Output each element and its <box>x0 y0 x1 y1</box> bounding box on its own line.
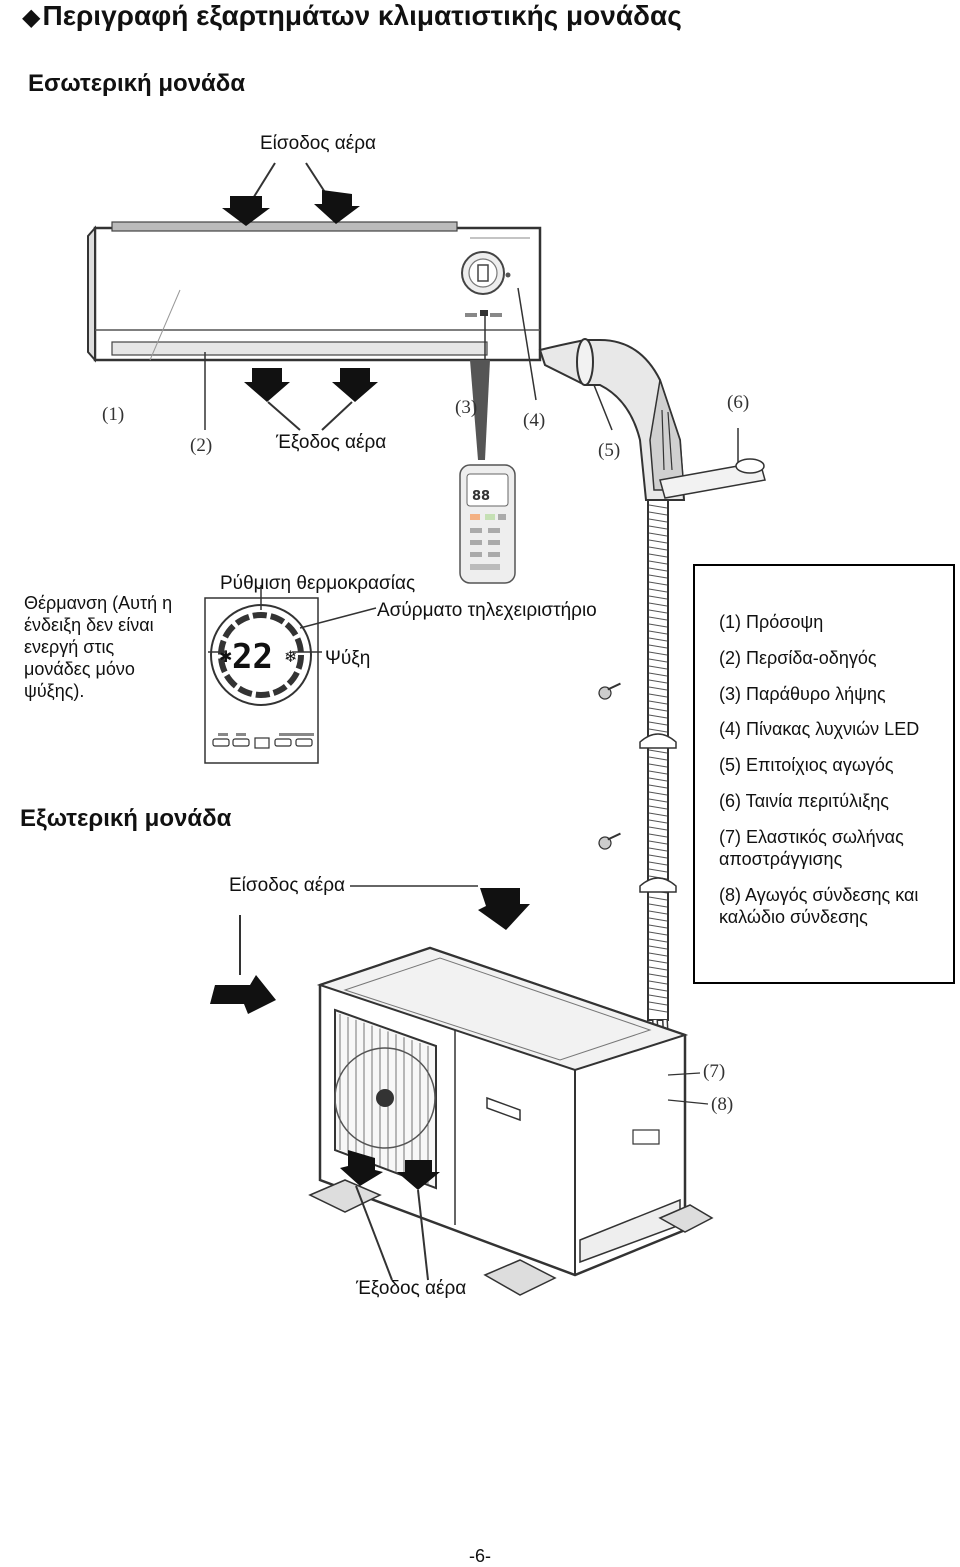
legend-item-6: (6) Ταινία περιτύλιξης <box>719 791 889 811</box>
legend-box: (1) Πρόσοψη (2) Περσίδα-οδηγός (3) Παράθ… <box>693 564 955 984</box>
outdoor-outlet-arrows <box>340 1150 440 1281</box>
legend-item-4: (4) Πίνακας λυχνιών LED <box>719 719 920 739</box>
page-number: -6- <box>469 1546 491 1566</box>
outdoor-unit <box>308 946 714 1296</box>
outdoor-inlet-arrows <box>210 885 530 1014</box>
legend-item-3: (3) Παράθυρο λήψης <box>719 684 886 704</box>
indoor-inlet-arrows <box>222 162 360 226</box>
svg-text:88: 88 <box>472 489 490 504</box>
indoor-unit <box>87 221 542 363</box>
remote-label: Ασύρματο τηλεχειριστήριο <box>377 600 597 621</box>
outdoor-leaders <box>667 1072 709 1105</box>
remote-controller: 88 <box>459 464 516 584</box>
screws <box>598 682 621 850</box>
legend-item-7: (7) Ελαστικός σωλήνας αποστράγγισης <box>719 827 904 869</box>
led-digits: 22 <box>232 637 273 677</box>
callout-6: (6) <box>727 392 750 413</box>
outdoor-heading: Εξωτερική μονάδα <box>20 805 232 832</box>
cooling-label: Ψύξη <box>325 648 371 669</box>
led-panel-detail: 22 ✱ ❄ <box>204 585 377 764</box>
callout-4: (4) <box>523 410 546 431</box>
diamond-bullet-icon: ◆ <box>22 4 41 31</box>
heating-note: Θέρμανση (Αυτή η ένδειξη δεν είναι ενεργ… <box>24 593 173 701</box>
callout-7: (7) <box>703 1061 726 1082</box>
indoor-air-outlet-label: Έξοδος αέρα <box>276 432 387 453</box>
wall-pipe <box>538 338 766 501</box>
legend-item-5: (5) Επιτοίχιος αγωγός <box>719 755 894 775</box>
callout-1: (1) <box>102 404 125 425</box>
temp-setting-label: Ρύθμιση θερμοκρασίας <box>220 573 416 594</box>
svg-text:❄: ❄ <box>284 649 297 666</box>
legend-item-1: (1) Πρόσοψη <box>719 612 824 632</box>
legend-item-8: (8) Αγωγός σύνδεσης και καλώδιο σύνδεσης <box>719 885 919 927</box>
svg-text:✱: ✱ <box>219 649 232 666</box>
indoor-outlet-arrows <box>244 368 378 431</box>
outdoor-air-inlet-label: Είσοδος αέρα <box>229 875 346 896</box>
outdoor-air-outlet-label: Έξοδος αέρα <box>356 1278 467 1299</box>
legend-item-2: (2) Περσίδα-οδηγός <box>719 648 877 668</box>
indoor-heading: Εσωτερική μονάδα <box>28 70 246 97</box>
signal-beam <box>470 360 490 460</box>
callout-8: (8) <box>711 1094 734 1115</box>
callout-2: (2) <box>190 435 213 456</box>
page-title: ◆Περιγραφή εξαρτημάτων κλιματιστικής μον… <box>22 0 682 31</box>
callout-5: (5) <box>598 440 621 461</box>
indoor-air-inlet-label: Είσοδος αέρα <box>260 133 377 154</box>
callout-3: (3) <box>455 397 478 418</box>
